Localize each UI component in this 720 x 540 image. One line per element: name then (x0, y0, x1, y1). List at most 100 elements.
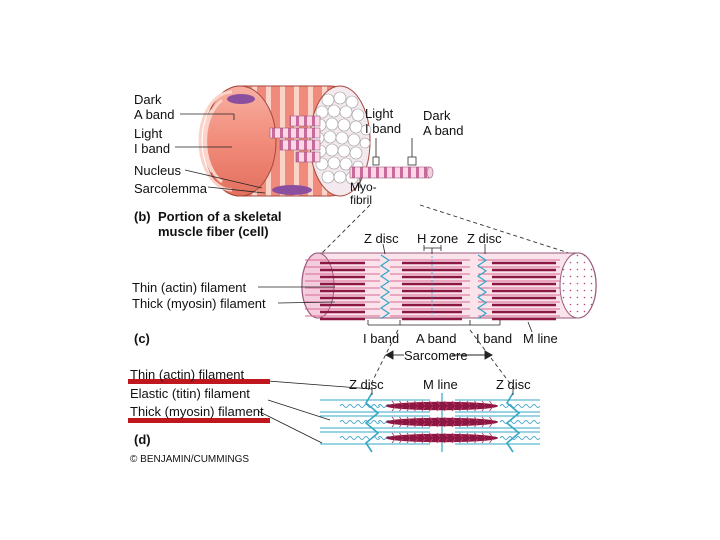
myosin-head (436, 400, 441, 406)
myosin-head (444, 432, 448, 438)
myosin-head (459, 406, 463, 412)
myosin-head (436, 422, 441, 428)
myosin-head (421, 400, 426, 406)
myosin-head (421, 432, 426, 438)
d-thin-filament-label: Thin (actin) filament (130, 367, 245, 382)
myosin-head (474, 416, 478, 422)
nucleus-shape (227, 94, 255, 104)
c-i-band-left-label: I band (363, 331, 400, 346)
z-disc-line (379, 254, 391, 320)
myofibril-dark-label-line1: Dark (423, 108, 451, 123)
myosin-head (466, 438, 471, 444)
copyright-notice: © BENJAMIN/CUMMINGS (130, 454, 250, 465)
myosin-head (466, 416, 471, 422)
myosin-head (466, 400, 471, 406)
titin-filament (339, 436, 381, 440)
myofibril-dark-a-band-label: Dark A band (423, 108, 464, 138)
myosin-head (436, 438, 441, 444)
myosin-head (406, 422, 411, 428)
c-i-band-right-label: I band (476, 331, 513, 346)
myosin-head (399, 432, 403, 438)
myosin-head (414, 400, 418, 406)
myosin-head (436, 406, 441, 412)
protruding-myofibrils (269, 115, 321, 163)
myosin-head (489, 438, 493, 444)
dark-a-band-label-line1: Dark (134, 92, 162, 107)
myosin-head (406, 438, 411, 444)
d-z-disc-right-label: Z disc (496, 377, 531, 392)
c-m-line-label: M line (523, 331, 558, 346)
sarcomere-arrow (385, 350, 493, 360)
c-thick-filament-label: Thick (myosin) filament (132, 296, 266, 311)
myosin-head (444, 438, 448, 444)
myosin-head (481, 400, 486, 406)
isolated-myofibril (349, 156, 434, 179)
myofibril-illustration (301, 252, 597, 321)
panel-b-leader-lines (175, 113, 413, 194)
sarcomere-illustration (320, 392, 541, 453)
myosin-head (429, 416, 433, 422)
panel-b-caption-line1: Portion of a skeletal (158, 209, 282, 224)
myofibril-light-label-line1: Light (365, 106, 394, 121)
zoom-lines-c-to-d (367, 329, 516, 391)
myosin-head (429, 432, 433, 438)
myosin-head (399, 400, 403, 406)
c-a-band-label: A band (416, 331, 457, 346)
myosin-head (444, 406, 448, 412)
thin-filament-highlight (128, 379, 270, 384)
myosin-head (481, 416, 486, 422)
panel-b-caption-line2: muscle fiber (cell) (158, 224, 269, 239)
myosin-head (391, 400, 396, 406)
myosin-head (474, 432, 478, 438)
myosin-head (466, 406, 471, 412)
sarcomere-label: Sarcomere (404, 348, 468, 363)
myosin-bundle (386, 433, 498, 443)
myosin-head (474, 406, 478, 412)
myosin-head (459, 438, 463, 444)
myosin-head (481, 406, 486, 412)
myosin-head (474, 422, 478, 428)
d-elastic-filament-label: Elastic (titin) filament (130, 386, 250, 401)
panel-b-caption: Portion of a skeletal muscle fiber (cell… (158, 209, 282, 239)
myosin-head (436, 416, 441, 422)
c-thin-filament-label: Thin (actin) filament (132, 280, 247, 295)
myosin-head (489, 432, 493, 438)
myosin-head (444, 416, 448, 422)
myosin-head (489, 416, 493, 422)
myosin-head (414, 416, 418, 422)
myosin-head (406, 406, 411, 412)
titin-filament (499, 420, 541, 424)
panel-d-letter: (d) (134, 432, 151, 447)
sarcolemma-label: Sarcolemma (134, 181, 207, 196)
panel-b-letter: (b) (134, 209, 151, 224)
myofibril-cross-sections (311, 91, 372, 185)
myosin-head (459, 400, 463, 406)
myosin-head (414, 406, 418, 412)
myosin-head (444, 422, 448, 428)
c-z-disc-right-label: Z disc (467, 231, 502, 246)
myofibril-dark-label-line2: A band (423, 123, 464, 138)
d-m-line-label: M line (423, 377, 458, 392)
myosin-head (459, 432, 463, 438)
light-i-band-label-line1: Light (134, 126, 163, 141)
myosin-head (391, 416, 396, 422)
myosin-bundle (386, 417, 498, 427)
myofibril-label: Myo- fibril (350, 181, 377, 207)
myosin-head (481, 432, 486, 438)
muscle-fiber-illustration (198, 85, 434, 197)
myosin-head (429, 406, 433, 412)
myosin-head (474, 438, 478, 444)
myosin-head (451, 438, 456, 444)
myosin-head (399, 406, 403, 412)
myosin-head (391, 438, 396, 444)
myosin-head (429, 438, 433, 444)
myosin-head (481, 422, 486, 428)
myofibril-light-label-line2: I band (365, 121, 402, 136)
nucleus-label: Nucleus (134, 163, 181, 178)
d-z-disc-left-label: Z disc (349, 377, 384, 392)
myosin-head (421, 416, 426, 422)
titin-filament (339, 420, 381, 424)
myosin-head (399, 438, 403, 444)
light-i-band-label: Light I band (134, 126, 170, 156)
